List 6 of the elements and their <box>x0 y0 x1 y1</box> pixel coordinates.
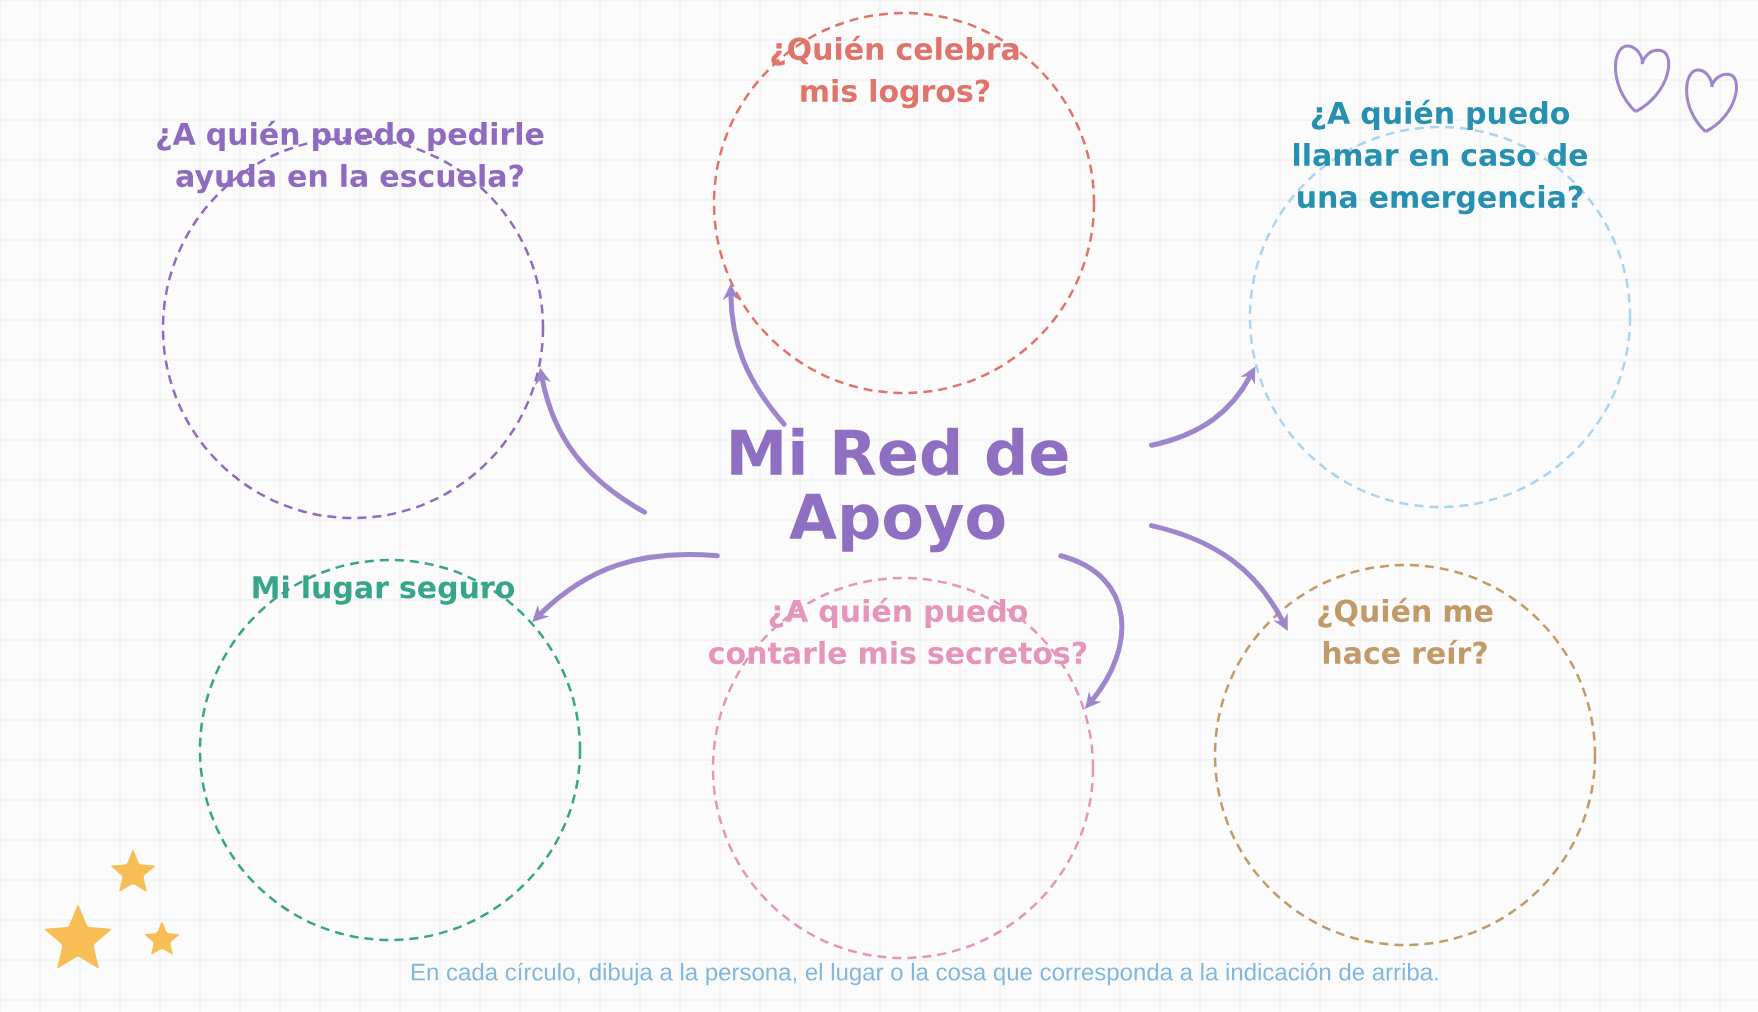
title: Mi Red de Apoyo <box>731 427 1068 553</box>
question-heading: ¿Quién celebra mis logros? <box>771 35 1019 109</box>
question-heading: ¿A quién puedo llamar en caso de una emergencia? <box>1294 99 1588 215</box>
question-heading: ¿Quién me hace reír? <box>1318 597 1493 665</box>
question-heading: Mi lugar seguro <box>253 575 515 605</box>
instruction-note: En cada círculo, dibuja a la persona, el lugar o la cosa que corresponda a la indicación de arriba. <box>412 962 1438 986</box>
